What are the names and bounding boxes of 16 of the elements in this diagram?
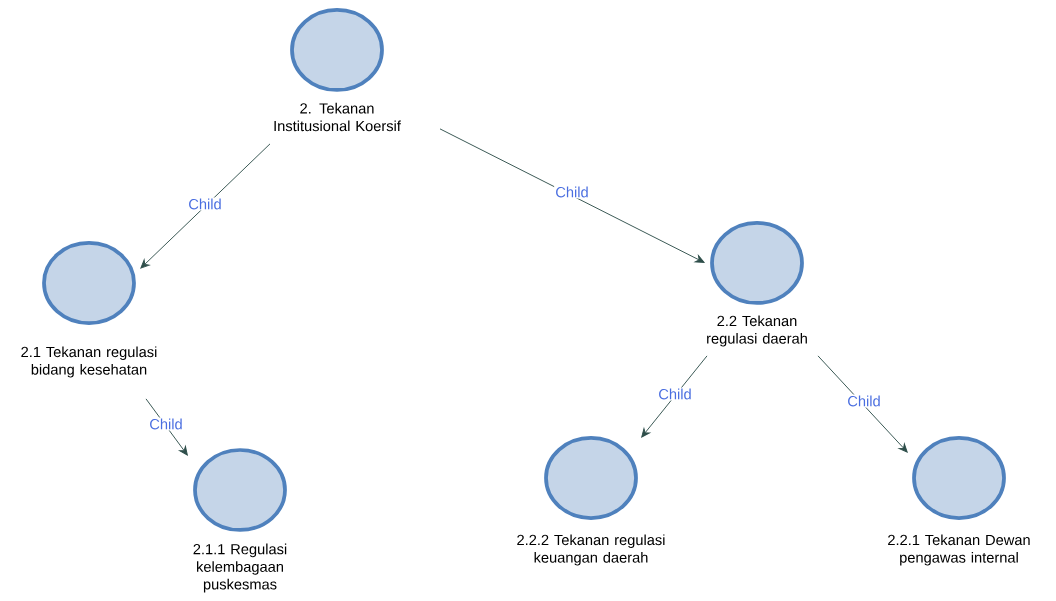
arrow (140, 143, 271, 269)
edge-label: Child (187, 197, 223, 211)
node-label: 2.2.2 Tekanan regulasi keuangan daerah (517, 534, 665, 566)
edge-label: Child (148, 417, 184, 431)
arrow (145, 398, 188, 456)
node-label: 2.2 Tekanan regulasi daerah (707, 315, 807, 347)
node-label: 2.1.1 Regulasi kelembagaan puskesmas (193, 543, 287, 593)
edge-label: Child (846, 394, 882, 408)
arrow (439, 128, 705, 263)
edge-label: Child (554, 185, 590, 199)
arrow (641, 355, 708, 438)
node-label: 2.2.1 Tekanan Dewan pengawas internal (888, 534, 1030, 566)
arrow (817, 355, 908, 453)
edge-label: Child (657, 387, 693, 401)
node-label: 2. Tekanan Institusional Koersif (274, 102, 401, 132)
node-label: 2.1 Tekanan regulasi bidang kesehatan (21, 346, 157, 378)
